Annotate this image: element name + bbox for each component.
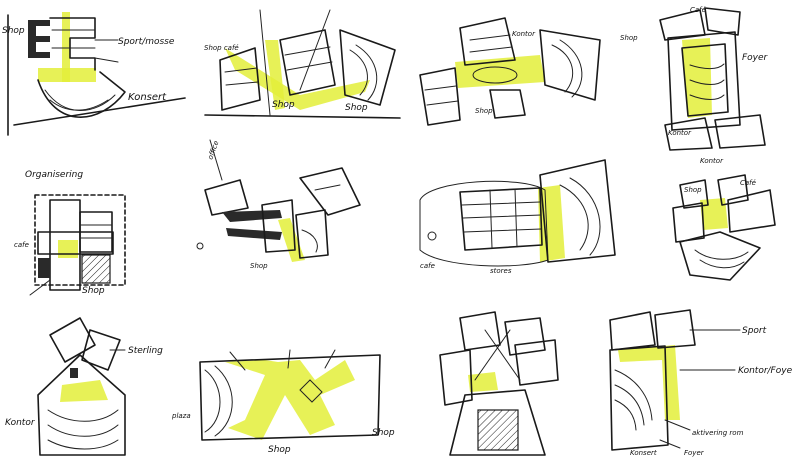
sketch-11 (439, 311, 559, 456)
label-sterling: Sterling (128, 346, 163, 356)
sketch-7: cafe stores (419, 159, 616, 275)
label-konsert: Konsert (128, 92, 167, 103)
sketch-8: Kontor Café Shop (672, 157, 776, 281)
label-shop: Shop (345, 103, 368, 113)
label-shop: Shop (82, 286, 105, 296)
label-shop: Shop (475, 107, 493, 115)
label-cafe: Café (690, 6, 707, 14)
label-aktivering: aktivering rom (692, 429, 744, 437)
label-shop: Shop (268, 445, 291, 455)
label-kontor: Kontor (668, 129, 692, 137)
label-shop: Shop (684, 186, 702, 194)
sketch-3: Kontor Shop (419, 17, 601, 126)
label-shop: Shop (620, 34, 638, 42)
sketch-6: office Shop (196, 139, 361, 270)
label-sport: Sport (742, 326, 767, 336)
sketch-4: Café Shop Foyer Kontor (620, 6, 769, 151)
label-cafe: cafe (420, 262, 435, 270)
label-shop: Shop (272, 100, 295, 110)
label-shop: Shop (250, 262, 268, 270)
sketch-12: Sport Kontor/Foye aktivering rom Konsert… (609, 309, 793, 457)
label-cafe: cafe (14, 241, 29, 249)
label-plaza: plaza (171, 412, 191, 420)
label-shop-cafe: Shop café (204, 44, 239, 52)
label-kontor-foye: Kontor/Foye (738, 366, 793, 376)
sketch-9: Sterling Kontor (5, 317, 163, 456)
label-office: office (206, 140, 220, 161)
sketch-10: plaza Shop Shop (171, 349, 395, 455)
label-kontor: Kontor (512, 30, 536, 38)
sketch-5: Organisering Shop cafe (14, 170, 126, 296)
label-stores: stores (490, 267, 512, 275)
label-shop: Shop (2, 26, 25, 36)
label-konsert: Konsert (630, 449, 657, 457)
label-kontor: Kontor (5, 418, 36, 428)
label-organisering: Organisering (25, 170, 83, 180)
sketch-1: Shop Sport/mosse Konsert (2, 12, 186, 136)
label-cafe: Café (740, 179, 757, 187)
sketch-2: Shop café Shop Shop (204, 9, 401, 119)
label-shop: Shop (372, 428, 395, 438)
label-foyer: Foyer (684, 449, 705, 457)
label-sport: Sport/mosse (118, 37, 175, 47)
label-kontor: Kontor (700, 157, 724, 165)
label-foyer: Foyer (742, 53, 769, 63)
